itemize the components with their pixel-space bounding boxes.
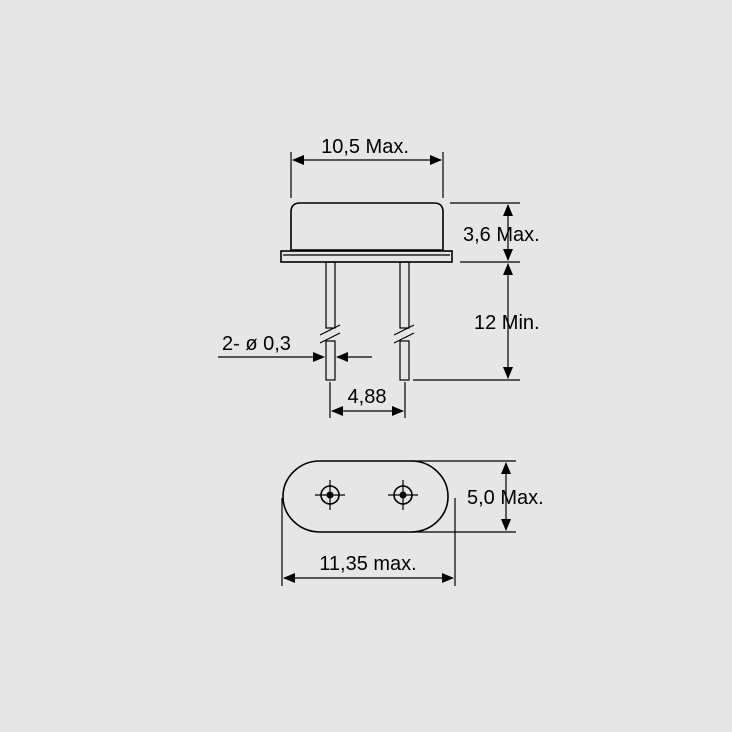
label-top-height: 5,0 Max. (467, 487, 544, 509)
dim-lead-pitch: 4,88 (329, 382, 406, 418)
label-lead-pitch: 4,88 (348, 386, 387, 408)
crystal-top-outline (282, 460, 449, 533)
dim-top-width: 11,35 max. (281, 498, 456, 586)
pin-hole-right (388, 480, 418, 510)
top-view: 5,0 Max. 11,35 max. (281, 460, 544, 586)
label-body-height: 3,6 Max. (463, 224, 540, 246)
dim-lead-length: 12 Min. (413, 263, 540, 381)
dim-body-height: 3,6 Max. (450, 202, 540, 263)
label-top-width: 11,35 max. (319, 553, 416, 575)
dim-body-width: 10,5 Max. (290, 136, 444, 198)
side-view: 10,5 Max. 3,6 Max. 12 Min. 2- ø 0,3 (218, 136, 540, 418)
label-body-width: 10,5 Max. (321, 136, 409, 158)
pin-hole-left (315, 480, 345, 510)
label-lead-diameter: 2- ø 0,3 (222, 333, 291, 355)
lead-right (393, 261, 415, 381)
crystal-base-flange (280, 250, 453, 263)
dim-top-height: 5,0 Max. (411, 460, 544, 533)
dim-lead-diameter: 2- ø 0,3 (218, 333, 372, 362)
label-lead-length: 12 Min. (474, 312, 540, 334)
crystal-can-body (290, 202, 444, 251)
lead-left (319, 261, 341, 381)
